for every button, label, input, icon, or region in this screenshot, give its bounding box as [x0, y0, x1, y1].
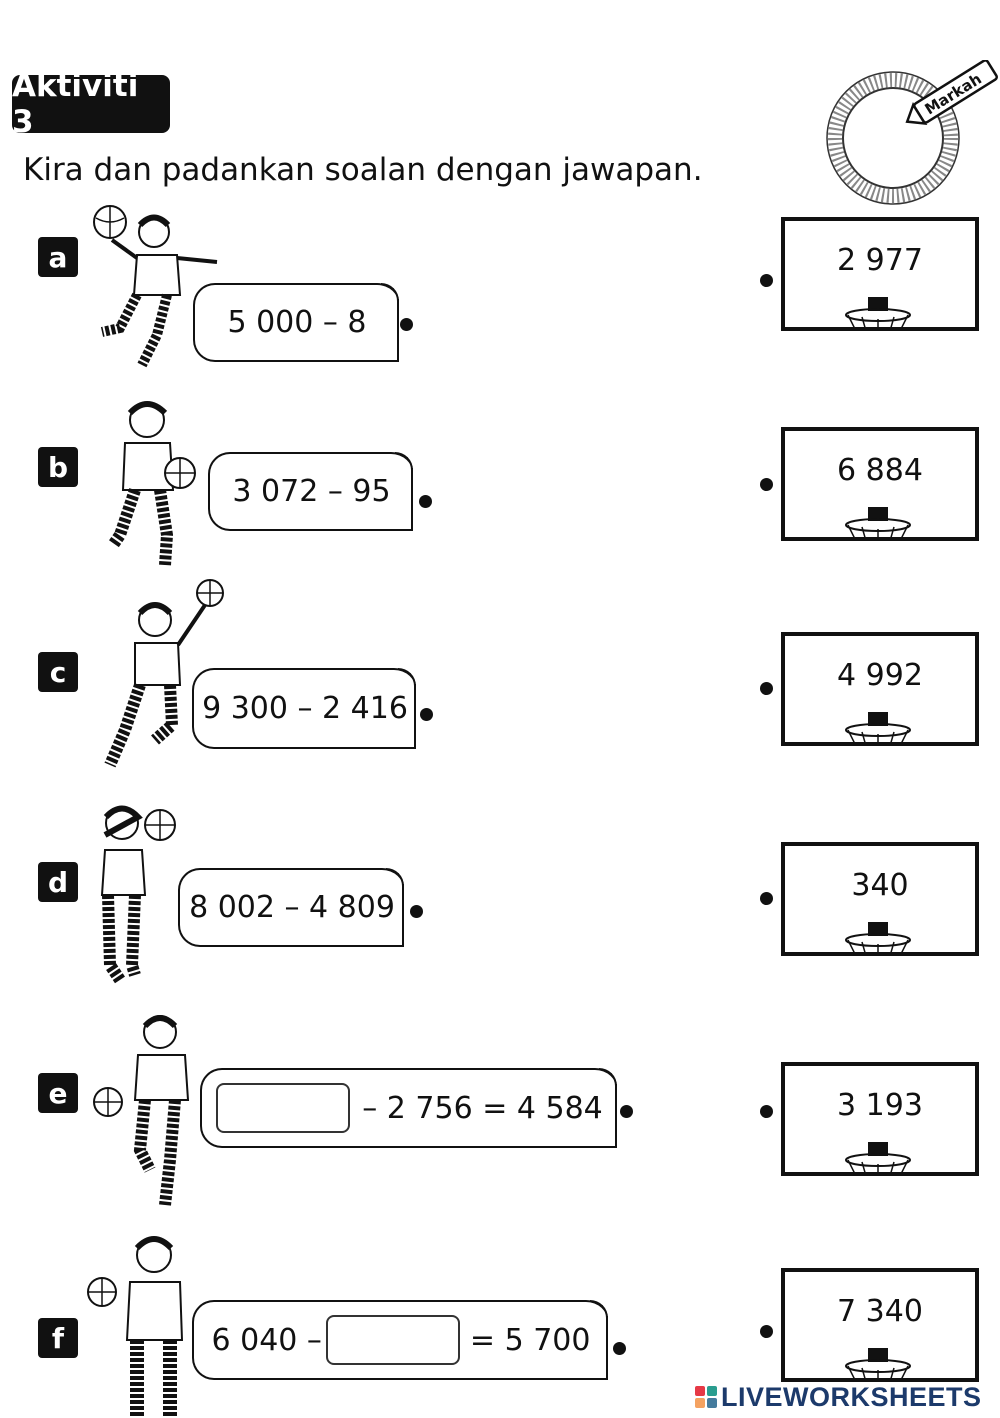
- question-box-e: – 2 756 = 4 584: [200, 1068, 617, 1148]
- question-dot-d[interactable]: [410, 905, 423, 918]
- answer-blank-e[interactable]: [216, 1083, 351, 1133]
- answer-blank-f[interactable]: [325, 1315, 460, 1365]
- question-letter-b: b: [38, 447, 78, 487]
- liveworksheets-mark-icon: [695, 1386, 717, 1408]
- answer-dot-5[interactable]: [760, 1105, 773, 1118]
- answer-board-5: 3 193: [781, 1062, 979, 1176]
- question-dot-b[interactable]: [419, 495, 432, 508]
- basketball-player-f-icon: [87, 1236, 184, 1418]
- basketball-hoop-icon: [845, 712, 911, 742]
- answer-board-4: 340: [781, 842, 979, 956]
- answer-value-6: 7 340: [837, 1294, 923, 1329]
- basketball-player-c-icon: [104, 579, 224, 768]
- answer-dot-4[interactable]: [760, 892, 773, 905]
- score-badge: Markah: [825, 59, 1000, 210]
- basketball-player-a-icon: [93, 205, 218, 368]
- question-dot-c[interactable]: [420, 708, 433, 721]
- answer-dot-3[interactable]: [760, 682, 773, 695]
- question-letter-a: a: [38, 237, 78, 277]
- question-box-d: 8 002 – 4 809: [178, 868, 404, 947]
- answer-board-2: 6 884: [781, 427, 979, 541]
- activity-title: Aktiviti 3: [12, 68, 170, 140]
- basketball-player-d-icon: [100, 805, 176, 984]
- question-box-b: 3 072 – 95: [208, 452, 413, 531]
- question-box-a: 5 000 – 8: [193, 283, 399, 362]
- question-expr-c: 9 300 – 2 416: [202, 691, 408, 726]
- question-box-c: 9 300 – 2 416: [192, 668, 416, 749]
- basketball-player-b-icon: [108, 401, 196, 566]
- question-dot-e[interactable]: [620, 1105, 633, 1118]
- answer-value-4: 340: [851, 868, 909, 903]
- question-expr-b: 3 072 – 95: [232, 474, 391, 509]
- answer-board-1: 2 977: [781, 217, 979, 331]
- instruction-text: Kira dan padankan soalan dengan jawapan.: [23, 152, 703, 188]
- answer-dot-2[interactable]: [760, 478, 773, 491]
- question-letter-e: e: [38, 1073, 78, 1113]
- question-expr-f-before: 6 040 –: [211, 1322, 322, 1358]
- answer-value-5: 3 193: [837, 1088, 923, 1123]
- answer-board-6: 7 340: [781, 1268, 979, 1382]
- basketball-player-e-icon: [93, 1015, 190, 1206]
- question-letter-c: c: [38, 652, 78, 692]
- answer-dot-1[interactable]: [760, 274, 773, 287]
- question-letter-f: f: [38, 1318, 78, 1358]
- answer-board-3: 4 992: [781, 632, 979, 746]
- basketball-hoop-icon: [845, 1142, 911, 1172]
- score-ring-icon: Markah: [826, 59, 998, 205]
- basketball-hoop-icon: [845, 507, 911, 537]
- basketball-hoop-icon: [845, 922, 911, 952]
- question-dot-f[interactable]: [613, 1342, 626, 1355]
- question-expr-a: 5 000 – 8: [227, 305, 367, 340]
- liveworksheets-logo: LIVEWORKSHEETS: [695, 1382, 982, 1412]
- question-expr-d: 8 002 – 4 809: [189, 890, 395, 925]
- basketball-hoop-icon: [845, 297, 911, 327]
- question-box-f: 6 040 – = 5 700: [192, 1300, 608, 1380]
- question-expr-f-after: = 5 700: [469, 1322, 591, 1358]
- question-dot-a[interactable]: [400, 318, 413, 331]
- question-letter-d: d: [38, 862, 78, 902]
- brand-name: LIVEWORKSHEETS: [721, 1381, 982, 1412]
- question-expr-e: – 2 756 = 4 584: [362, 1090, 603, 1126]
- basketball-hoop-icon: [845, 1348, 911, 1378]
- answer-dot-6[interactable]: [760, 1325, 773, 1338]
- answer-value-2: 6 884: [837, 453, 923, 488]
- answer-value-3: 4 992: [837, 658, 923, 693]
- answer-value-1: 2 977: [837, 243, 923, 278]
